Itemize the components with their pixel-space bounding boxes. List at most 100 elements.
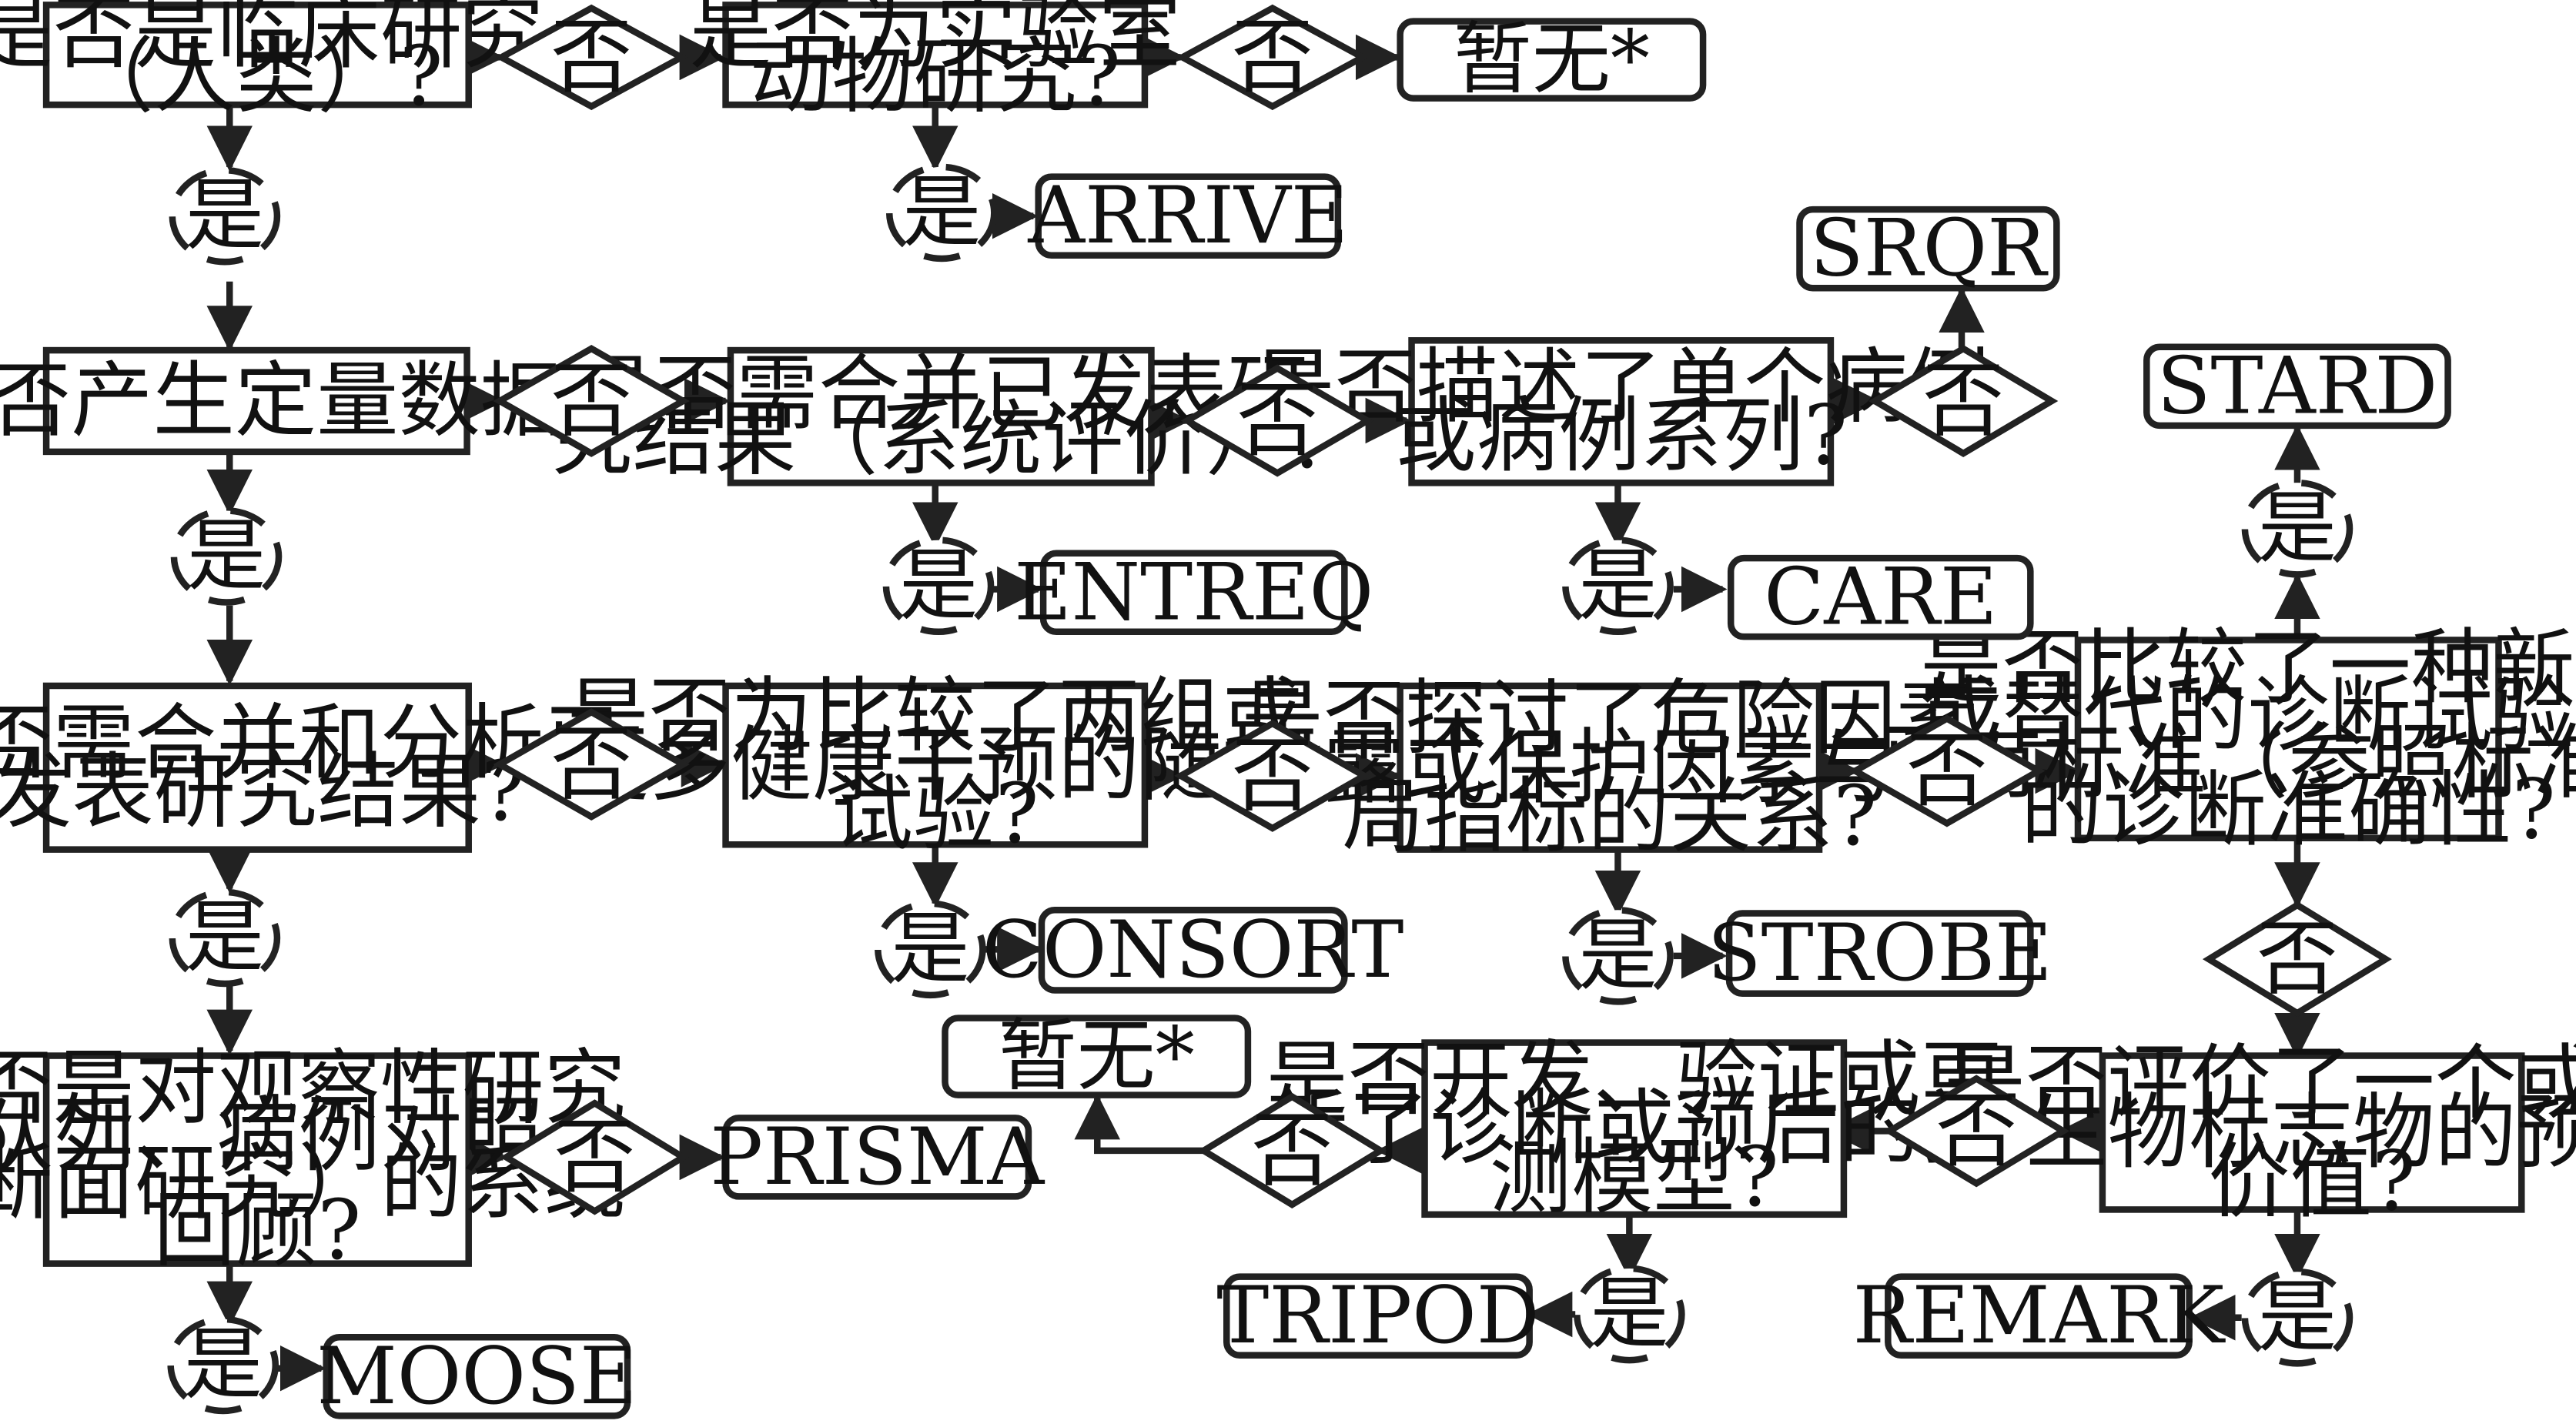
- question-line: 是否是临床研究: [0, 0, 544, 81]
- dashed-ellipse: [1562, 907, 1674, 1005]
- guideline-srqr: SRQR: [1796, 203, 2060, 295]
- dashed-ellipse: [169, 888, 281, 988]
- decision-diamond: [1883, 1075, 2070, 1188]
- question-box: [42, 2, 472, 109]
- question-line: 发表研究结果?: [0, 744, 525, 840]
- question-q9: 是否比较了一种新的或替代的诊断试验与已有标准（参照标准）的诊断准确性?: [1879, 620, 2576, 858]
- guideline-label: SRQR: [1810, 203, 2049, 295]
- guideline-label: CARE: [1764, 552, 1997, 643]
- guideline-entreq: ENTREQ: [1014, 547, 1373, 638]
- no-label: 否: [550, 717, 632, 812]
- no-label: 否: [1251, 1103, 1333, 1198]
- yes-label: 是: [1578, 540, 1657, 632]
- question-box: [42, 682, 472, 853]
- yes-decision: 是: [169, 166, 281, 266]
- no-decision: 否: [1883, 1075, 2070, 1188]
- guideline-strobe: STROBE: [1708, 908, 2052, 999]
- no-decision: 否: [494, 4, 689, 111]
- question-line: 价值?: [2208, 1134, 2416, 1229]
- no-decision: 否: [2202, 901, 2392, 1018]
- guideline-arrive: ARRIVE: [1027, 170, 1348, 262]
- question-line: 更多健康干预的随机: [567, 717, 1303, 813]
- yes-label: 是: [187, 510, 266, 602]
- question-line: 是否需合并已发表研: [573, 346, 1310, 441]
- no-decision: 否: [1848, 714, 2046, 827]
- guideline-box: [1727, 554, 2034, 640]
- guideline-box: [1039, 550, 1348, 636]
- dashed-ellipse: [169, 166, 281, 266]
- dashed-ellipse: [2241, 1268, 2354, 1367]
- yes-label: 是: [891, 904, 969, 995]
- no-label: 否: [1935, 1083, 2017, 1178]
- dashed-ellipse: [2241, 480, 2354, 578]
- guideline-label: TRIPOD: [1216, 1270, 1539, 1362]
- yes-label: 是: [1590, 1269, 1668, 1360]
- guideline-remark: REMARK: [1853, 1270, 2226, 1362]
- question-line: 试验?: [831, 767, 1039, 862]
- guideline-label: ARRIVE: [1027, 170, 1348, 262]
- question-box: [722, 2, 1149, 109]
- dashed-ellipse: [875, 900, 986, 999]
- question-line: 测模型?: [1490, 1130, 1779, 1225]
- yes-label: 是: [184, 1319, 263, 1411]
- guideline-box: [1397, 18, 1707, 102]
- guideline-label: PRISMA: [710, 1111, 1045, 1203]
- decision-diamond: [494, 4, 689, 111]
- guideline-box: [1038, 907, 1348, 994]
- yes-label: 是: [186, 892, 264, 984]
- guideline-box: [1725, 910, 2034, 998]
- guideline-box: [1796, 206, 2060, 292]
- decision-diamond: [2202, 901, 2392, 1018]
- no-label: 否: [550, 353, 632, 449]
- question-line: 是否为实验室: [690, 0, 1181, 81]
- yes-decision: 是: [2241, 1268, 2354, 1367]
- dashed-ellipse: [1562, 537, 1674, 636]
- decision-diamond: [1180, 364, 1374, 477]
- decision-diamond: [500, 1099, 690, 1215]
- yes-decision: 是: [167, 1315, 279, 1415]
- dashed-ellipse: [1574, 1265, 1685, 1364]
- guideline-label: MOOSE: [316, 1331, 637, 1422]
- yes-label: 是: [2258, 483, 2337, 574]
- decision-diamond: [1197, 1092, 1387, 1209]
- question-line: 的诊断准确性?: [2021, 763, 2556, 858]
- yes-decision: 是: [170, 507, 283, 606]
- guideline-label: 暂无*: [1454, 14, 1650, 105]
- question-box: [1408, 337, 1835, 486]
- no-label: 否: [1922, 353, 2004, 449]
- question-line: 是否评价了一个或更: [1944, 1036, 2576, 1132]
- no-label: 否: [554, 1109, 635, 1205]
- question-line: 局指标的关系?: [1342, 769, 1877, 864]
- question-box: [722, 682, 1149, 848]
- question-line: 回顾?: [154, 1183, 362, 1279]
- guideline-tripod: TRIPOD: [1216, 1270, 1539, 1362]
- no-decision: 否: [1180, 364, 1374, 477]
- guideline-box: [1035, 173, 1342, 259]
- no-decision: 否: [1197, 1092, 1387, 1209]
- guideline-stard: STARD: [2143, 340, 2451, 432]
- no-label: 否: [1906, 724, 1988, 819]
- guideline-label: 暂无*: [999, 1011, 1195, 1102]
- decision-diamond: [493, 345, 690, 457]
- no-label: 否: [1232, 9, 1313, 105]
- guideline-label: STROBE: [1708, 908, 2052, 999]
- yes-label: 是: [899, 540, 978, 632]
- yes-label: 是: [1578, 910, 1657, 1001]
- yes-decision: 是: [1562, 537, 1674, 636]
- yes-decision: 是: [875, 900, 986, 999]
- yes-label: 是: [2258, 1272, 2337, 1363]
- question-line: 是否描述了单个病例: [1253, 339, 1989, 435]
- question-box: [1397, 682, 1823, 853]
- guideline-box: [1885, 1273, 2193, 1359]
- guideline-care: CARE: [1727, 552, 2034, 643]
- guideline-box: [323, 1334, 631, 1419]
- guideline-consort: CONSORT: [982, 904, 1404, 996]
- guideline-label: ENTREQ: [1014, 547, 1373, 638]
- question-line: （人类）?: [72, 29, 443, 125]
- decision-diamond: [1174, 719, 1371, 832]
